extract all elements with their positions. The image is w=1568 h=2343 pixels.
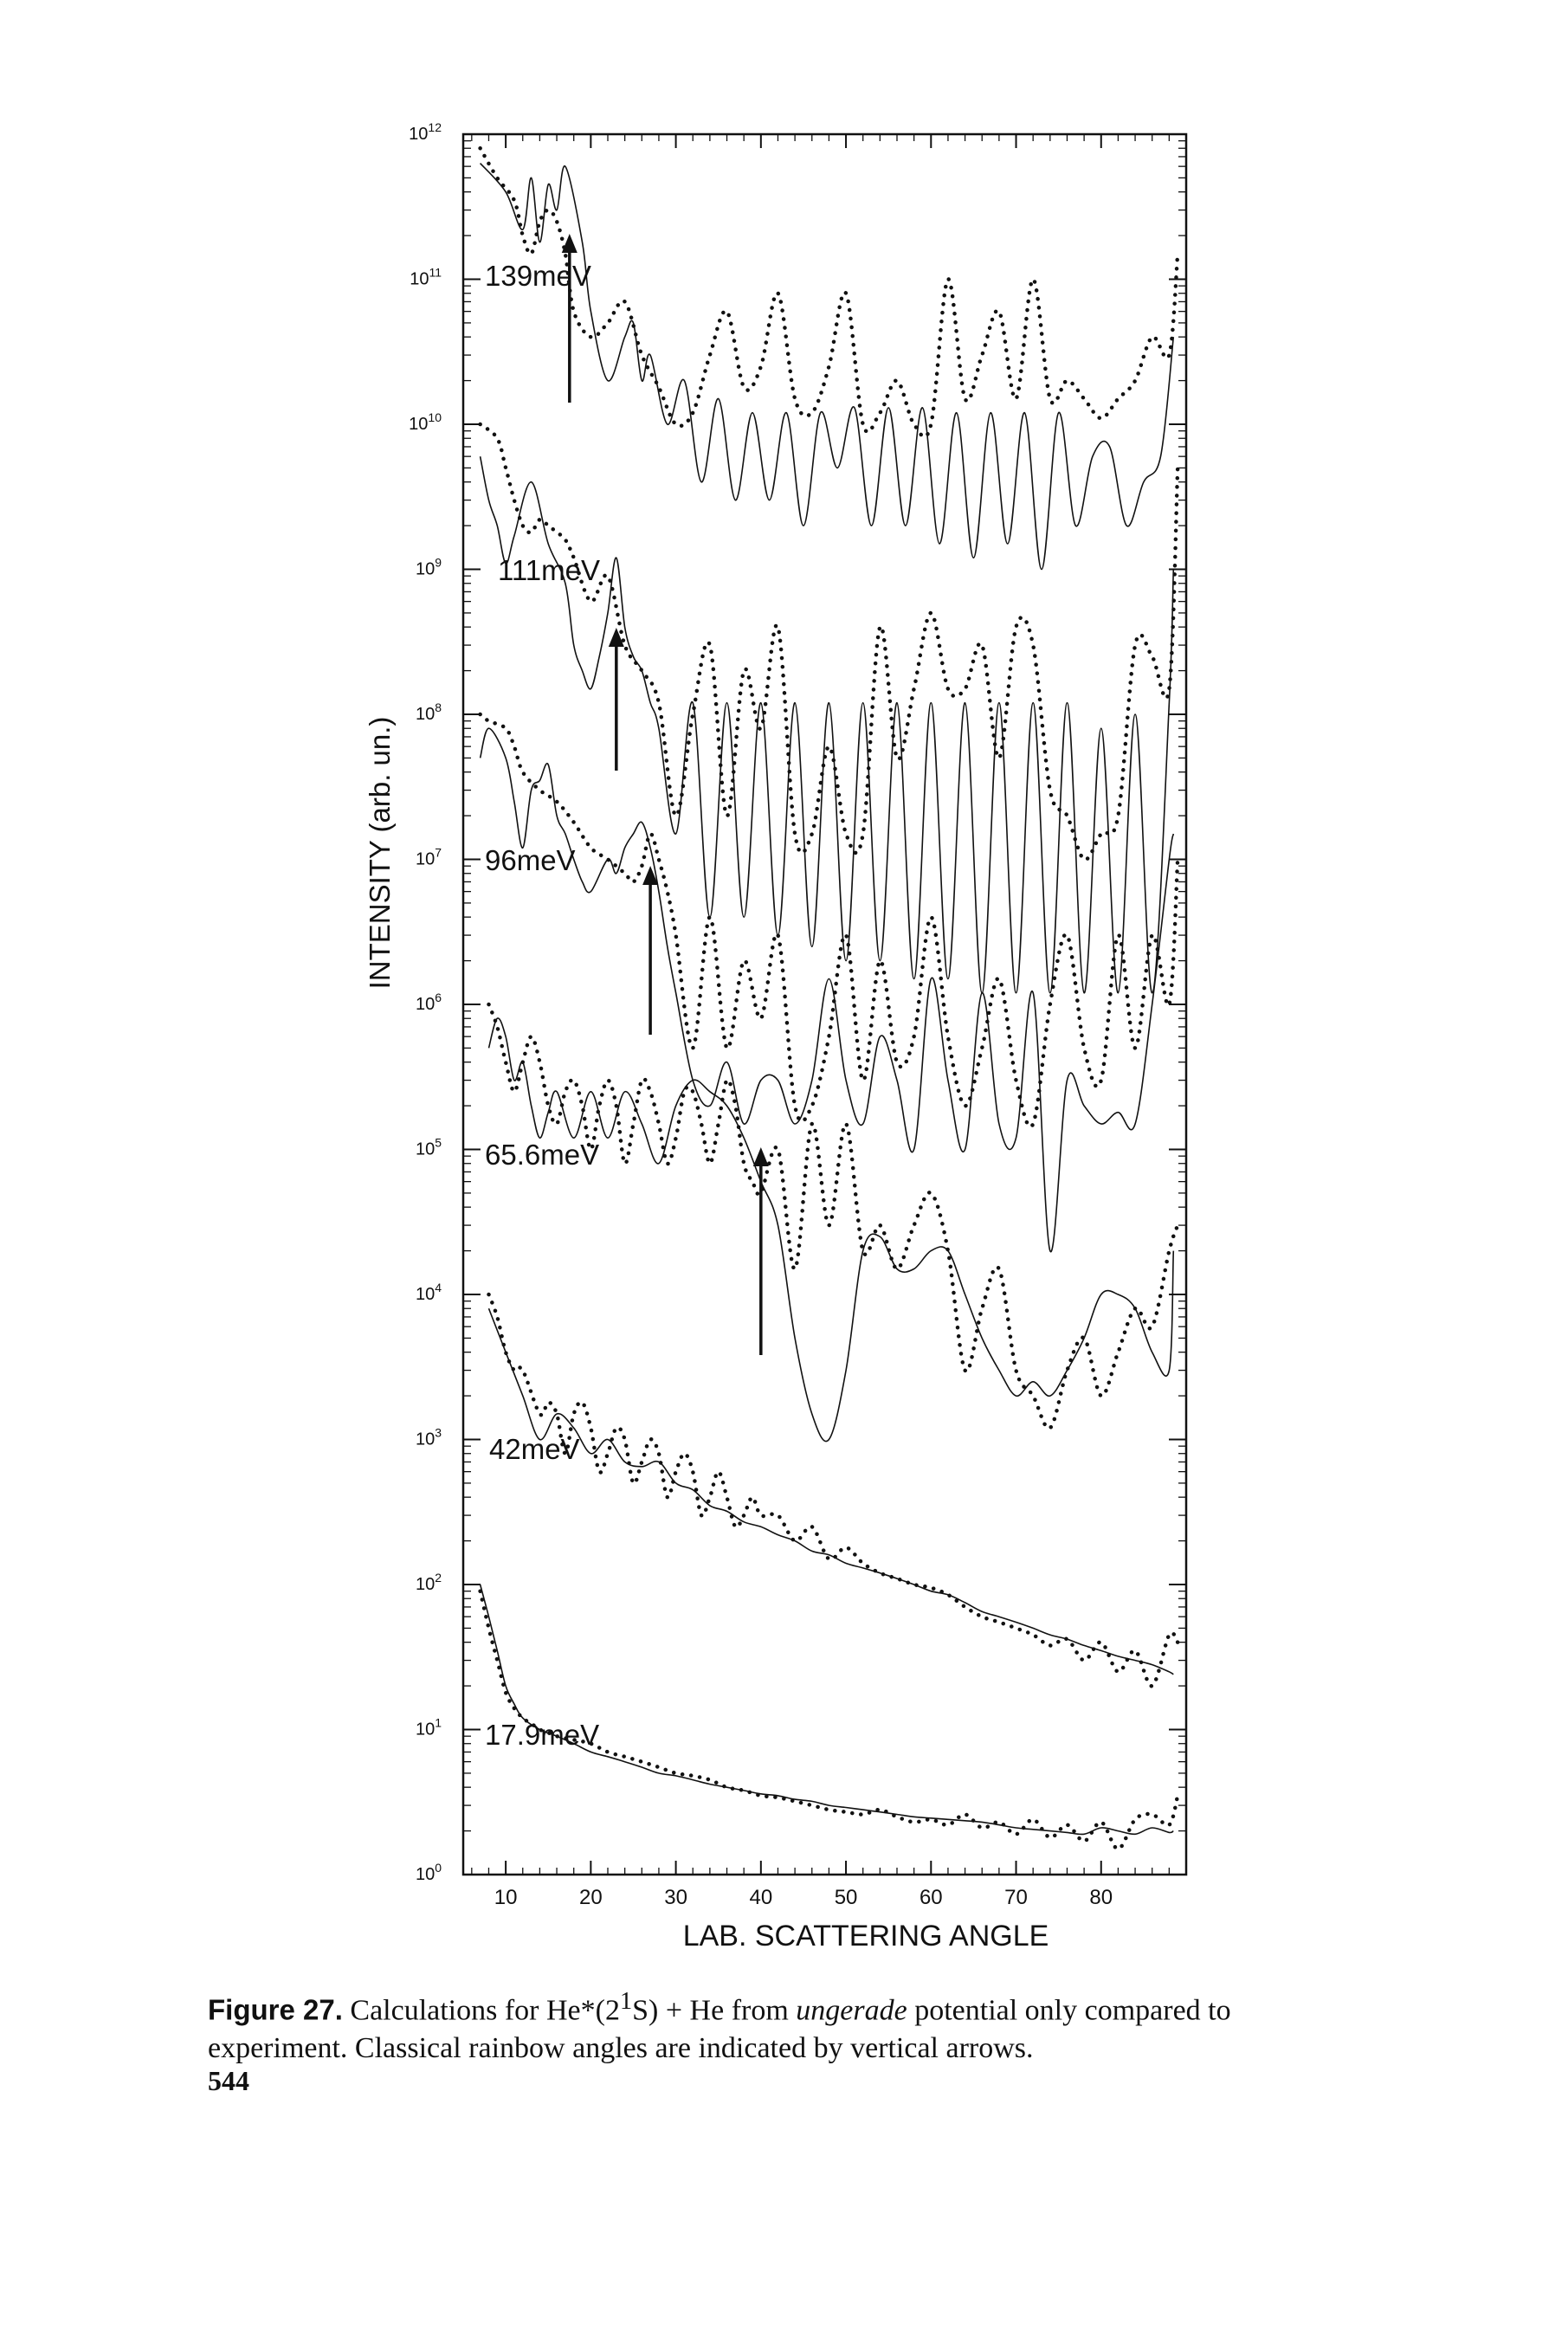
y-tick-label: 1010	[409, 410, 442, 434]
y-tick-label: 102	[416, 1571, 442, 1594]
y-tick-label: 103	[416, 1426, 442, 1449]
figure-caption: Figure 27. Calculations for He*(21S) + H…	[208, 1983, 1359, 2068]
energy-label: 96meV	[485, 844, 576, 876]
x-tick-label: 60	[920, 1886, 943, 1909]
calc-curve	[479, 727, 1175, 1253]
y-tick-label: 105	[416, 1136, 442, 1159]
plot-frame	[461, 132, 1188, 1876]
page-number: 544	[208, 2065, 249, 2096]
caption-sup: 1	[619, 1988, 633, 2015]
x-axis: 10 20 30 40 50 60 70 80	[471, 134, 1187, 1909]
energy-label: 111meV	[498, 554, 600, 586]
energy-label: 139meV	[485, 260, 591, 292]
x-tick-label: 30	[664, 1886, 687, 1909]
exp-dots	[478, 1589, 1180, 1851]
y-tick-label: 104	[416, 1281, 442, 1304]
y-tick-label: 109	[416, 556, 442, 579]
calc-curve	[479, 456, 1175, 994]
rainbow-arrows	[561, 234, 769, 1355]
x-tick-label: 50	[835, 1886, 858, 1909]
rainbow-arrow-head	[642, 866, 659, 885]
y-tick-label: 100	[416, 1861, 442, 1884]
x-tick-label: 70	[1004, 1886, 1028, 1909]
y-tick-label: 101	[416, 1716, 442, 1740]
exp-dots	[478, 145, 1180, 439]
x-axis-label: LAB. SCATTERING ANGLE	[683, 1920, 1049, 1952]
energy-label: 65.6meV	[485, 1139, 599, 1171]
caption-emphasis: ungerade	[796, 1994, 907, 2027]
x-tick-label: 10	[494, 1886, 518, 1909]
scattering-chart: 100 101 102 103 104 105 106 107 108 109 1010 1011 10…	[364, 120, 1188, 1952]
caption-text-2: S) + He from	[632, 1994, 797, 2027]
energy-label: 42meV	[489, 1433, 580, 1465]
caption-label: Figure 27.	[208, 1993, 343, 2026]
y-tick-label: 107	[416, 846, 442, 869]
rainbow-arrow-head	[561, 234, 578, 253]
x-tick-label: 80	[1089, 1886, 1113, 1909]
exp-dots	[478, 422, 1180, 862]
caption-text-3: potential only compared to experiment. C…	[208, 1994, 1231, 2065]
calc-curve	[479, 1584, 1174, 1836]
exp-dots	[487, 1292, 1180, 1688]
plot-curves	[478, 145, 1180, 1851]
y-tick-label: 106	[416, 991, 442, 1014]
y-tick-label: 108	[416, 700, 442, 724]
exp-dots	[487, 1002, 1180, 1430]
calc-curve	[487, 1017, 1175, 1443]
energy-label: 17.9meV	[485, 1719, 599, 1751]
caption-text-1: Calculations for He*(2	[350, 1994, 620, 2027]
y-tick-label: 1012	[409, 120, 442, 144]
rainbow-arrow-head	[752, 1147, 769, 1166]
y-axis-label: INTENSITY (arb. un.)	[364, 717, 396, 990]
rainbow-arrow-head	[608, 628, 624, 647]
x-tick-label: 20	[579, 1886, 603, 1909]
energy-labels: 139meV 111meV 96meV 65.6meV 42meV 17.9meV	[485, 260, 600, 1751]
y-axis: 100 101 102 103 104 105 106 107 108 109 1010 1011 10…	[409, 120, 1186, 1884]
plot-border	[461, 132, 1188, 1876]
exp-dots	[478, 712, 1180, 1129]
x-tick-label: 40	[749, 1886, 772, 1909]
calc-curve	[480, 163, 1175, 571]
y-tick-label: 1011	[410, 266, 442, 289]
